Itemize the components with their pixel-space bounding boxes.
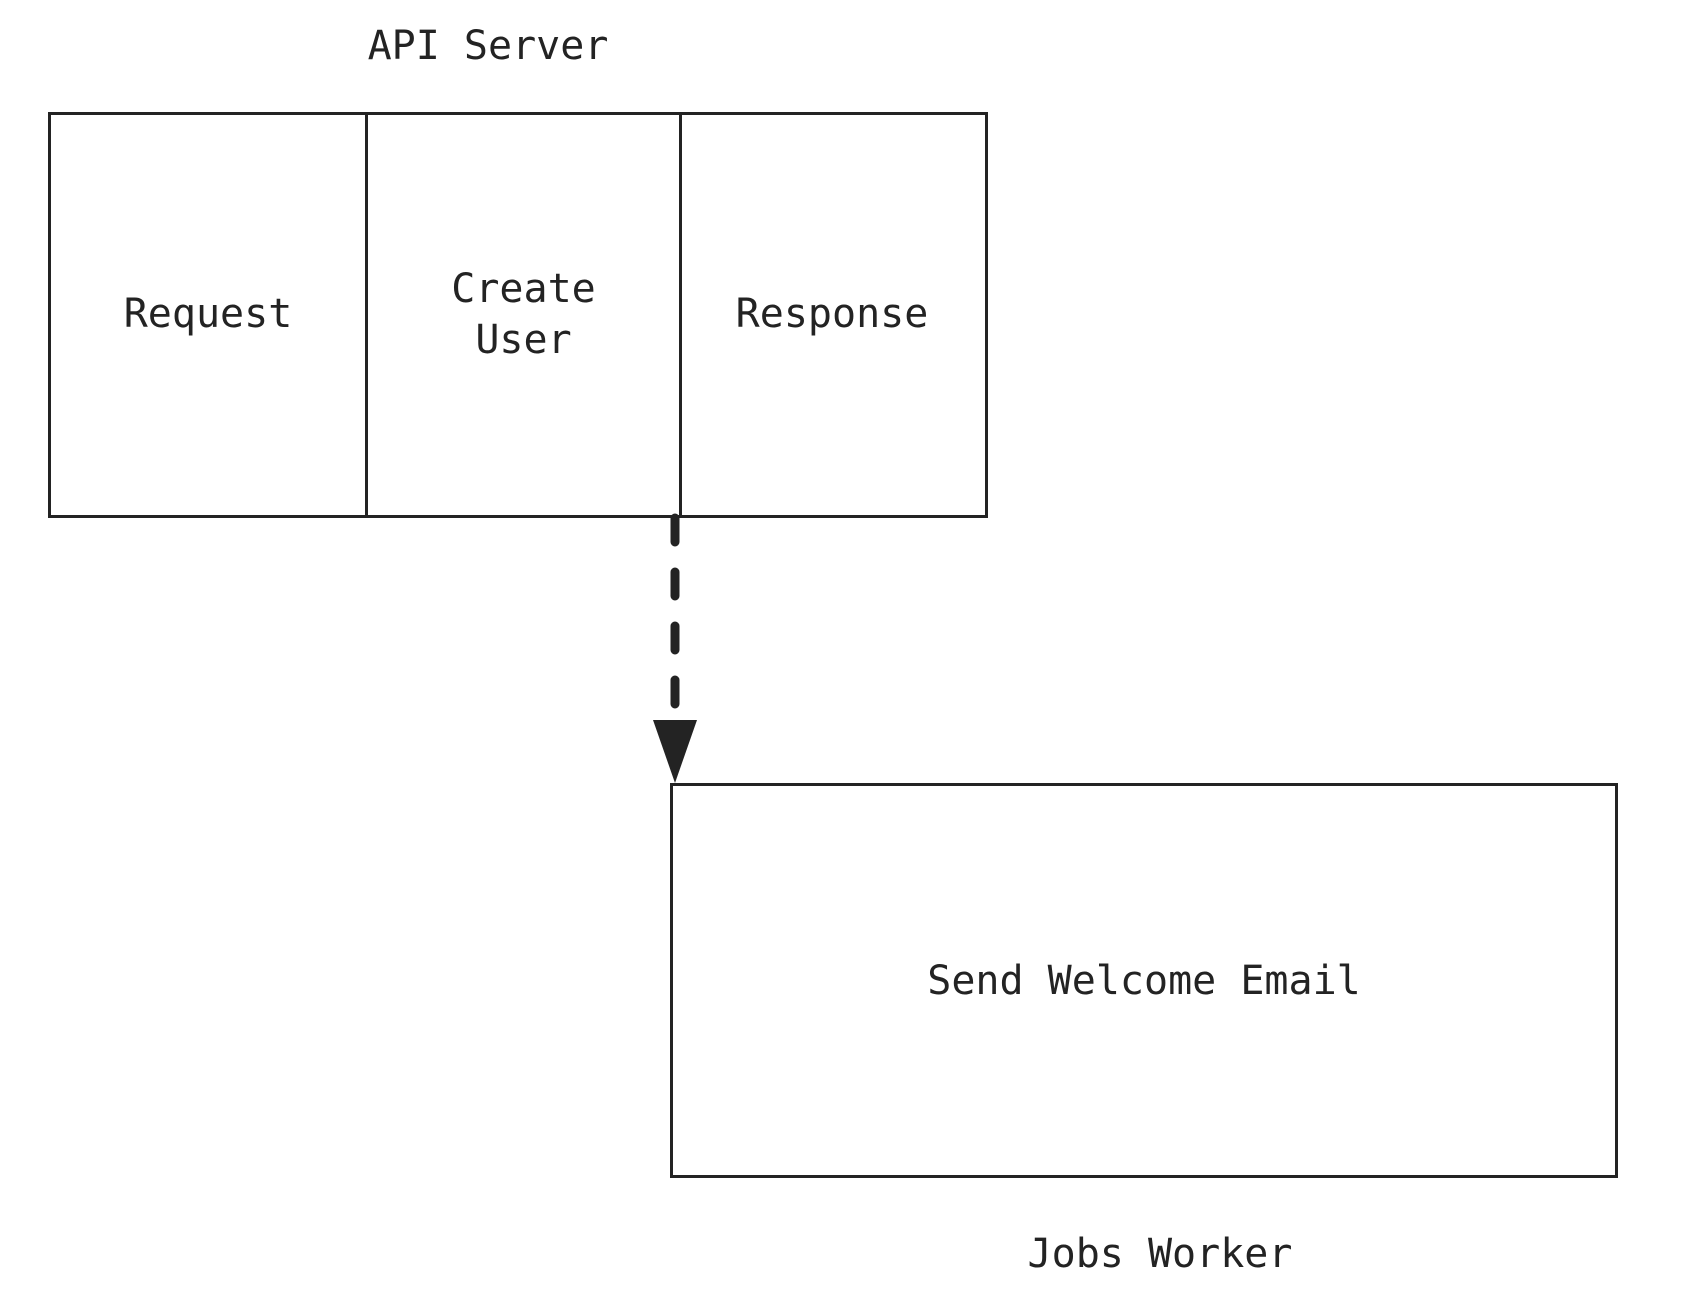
jobs-worker-title: Jobs Worker <box>1027 1231 1293 1277</box>
jobs-worker-task-label: Send Welcome Email <box>927 957 1361 1004</box>
connector-create-user-to-jobs-worker <box>653 513 697 783</box>
api-cell-request[interactable]: Request <box>51 115 365 515</box>
jobs-worker-box[interactable]: Send Welcome Email <box>670 783 1618 1178</box>
api-cell-response[interactable]: Response <box>679 115 982 515</box>
api-server-box: Request Create User Response <box>48 112 988 518</box>
api-cell-create-user-label: Create User <box>451 265 596 363</box>
api-cell-response-label: Response <box>735 291 929 338</box>
arrowhead-icon <box>653 720 697 783</box>
api-cell-create-user[interactable]: Create User <box>365 115 679 515</box>
api-cell-request-label: Request <box>123 291 293 338</box>
api-server-title: API Server <box>367 23 609 69</box>
